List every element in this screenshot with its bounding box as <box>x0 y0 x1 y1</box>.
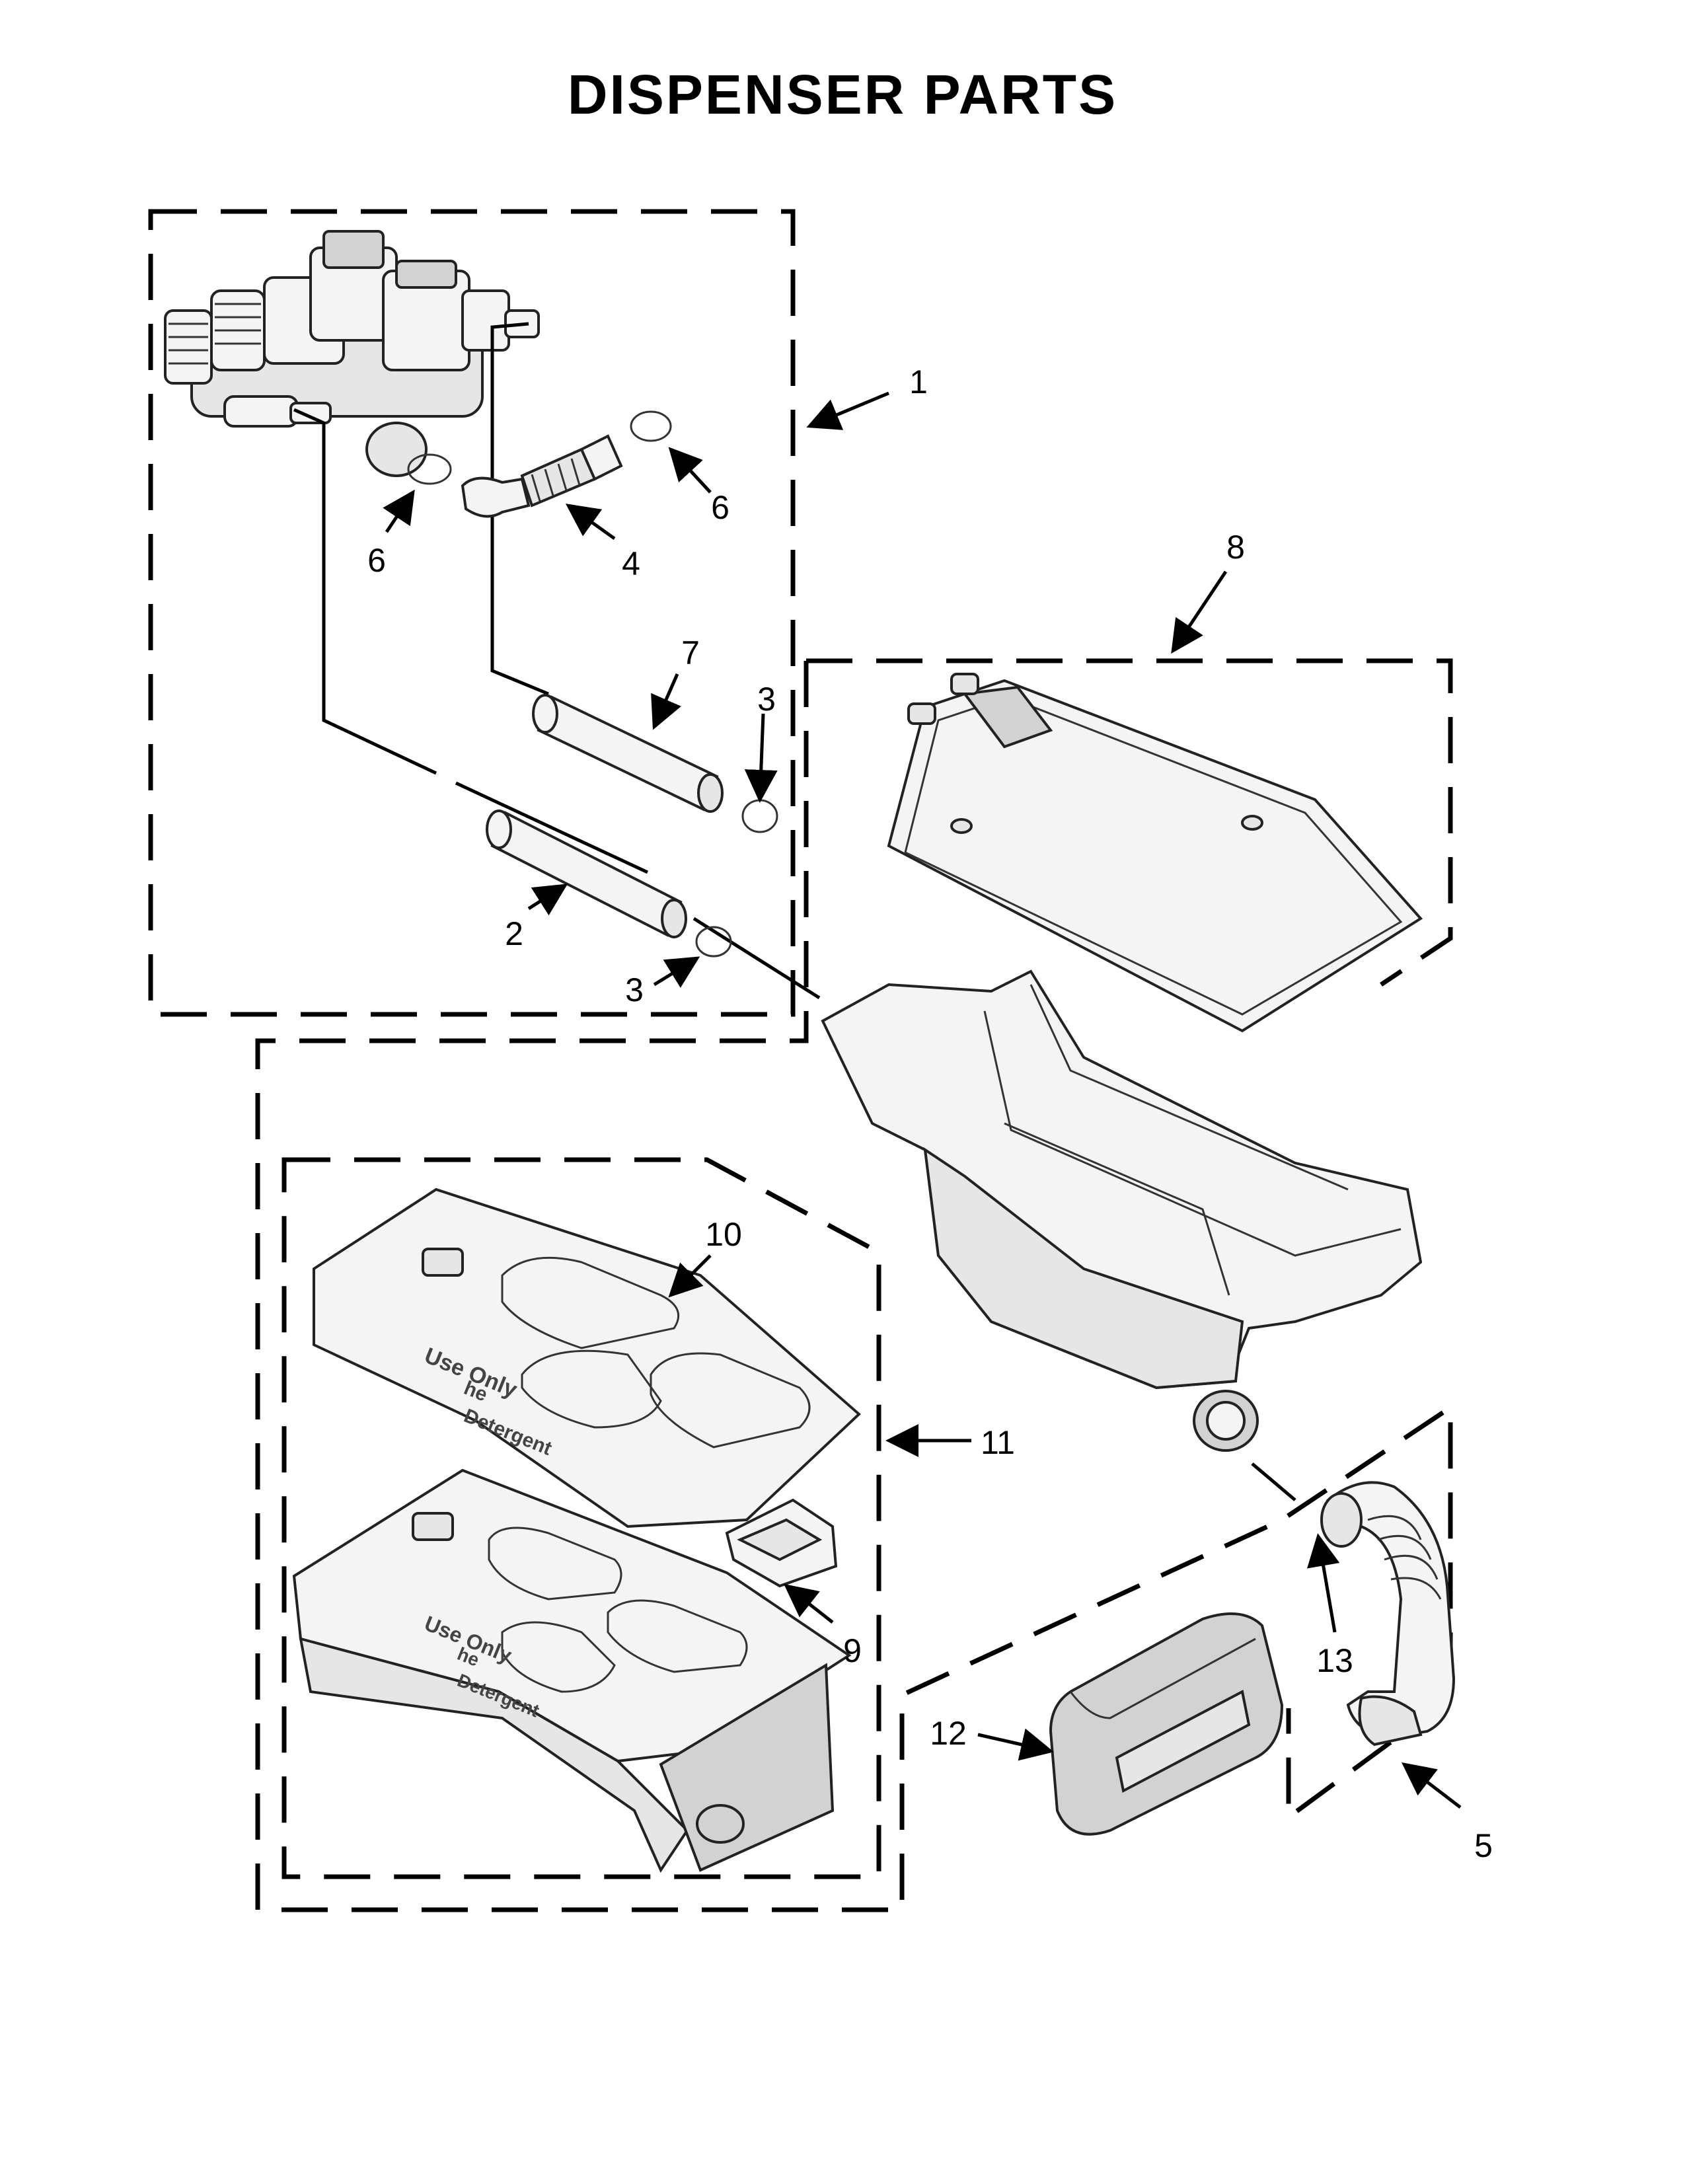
callout-8: 8 <box>1226 529 1245 566</box>
leader-line-3b <box>653 956 700 988</box>
leader-line-8 <box>1171 570 1228 654</box>
part-drawer-handle <box>1049 1612 1284 1836</box>
leader-line-5 <box>1402 1762 1462 1809</box>
part-dispenser-bellows <box>1320 1481 1456 1747</box>
callout-12: 12 <box>930 1715 967 1752</box>
callout-6b: 6 <box>711 489 730 526</box>
part-hose-clamp <box>407 453 452 485</box>
leader-line-7 <box>651 673 681 730</box>
callout-2: 2 <box>505 915 523 952</box>
diagram-title: DISPENSER PARTS <box>567 63 1118 126</box>
group-box-dispenser-housing <box>255 658 1453 1912</box>
callout-3a: 3 <box>757 681 776 718</box>
callout-13: 13 <box>1316 1642 1353 1679</box>
leader-line-3a <box>744 713 778 803</box>
leader-line-4 <box>565 504 616 541</box>
part-hose-clamp <box>741 799 778 833</box>
callout-9: 9 <box>843 1632 862 1669</box>
callout-4: 4 <box>622 545 640 582</box>
leader-line-9 <box>784 1583 834 1624</box>
part-dispenser-lid <box>887 673 1423 1033</box>
leader-line-13 <box>1307 1533 1340 1633</box>
leader-line-12 <box>977 1728 1054 1761</box>
callout-10: 10 <box>705 1216 742 1253</box>
callout-7: 7 <box>681 634 700 671</box>
part-dispenser-drawer: Use Only he Detergent <box>292 1468 852 1873</box>
group-box-valve-assembly <box>148 209 796 1017</box>
callout-5: 5 <box>1474 1827 1493 1864</box>
leader-line-10 <box>668 1254 712 1298</box>
connector-line <box>1251 1462 1296 1501</box>
part-dispenser-drawer-cover: Use Only he Detergent <box>313 1187 861 1528</box>
callout-3b: 3 <box>625 971 644 1008</box>
part-hose-clamp <box>630 410 672 442</box>
leader-line-6a <box>383 489 415 533</box>
part-hose-upper <box>532 694 724 813</box>
group-box-dispenser-drawer <box>281 1157 881 1879</box>
leader-line-2 <box>527 884 568 916</box>
leader-line-1 <box>806 391 889 430</box>
connector-line <box>293 408 821 1000</box>
part-hose-lower <box>486 810 687 938</box>
part-hose-clamp <box>695 926 732 958</box>
leader-line-6b <box>668 447 712 494</box>
callout-11: 11 <box>981 1424 1015 1461</box>
callout-1: 1 <box>909 363 928 400</box>
part-inlet-valve <box>164 230 540 477</box>
callout-6a: 6 <box>367 542 386 579</box>
part-siphon-cap <box>725 1498 838 1588</box>
part-dispenser-housing <box>821 969 1423 1452</box>
part-bellows-hose <box>461 434 623 518</box>
